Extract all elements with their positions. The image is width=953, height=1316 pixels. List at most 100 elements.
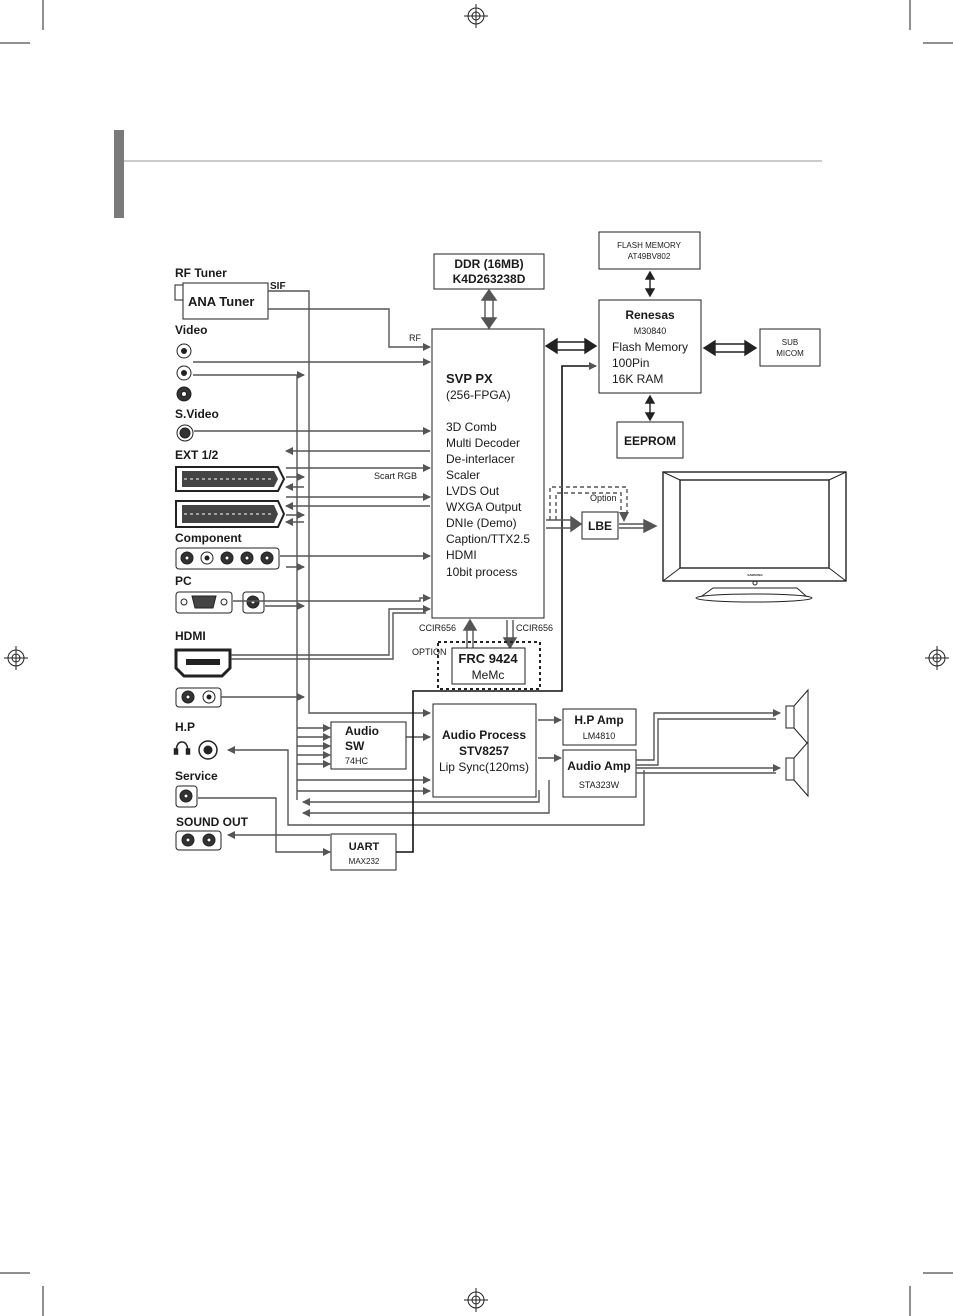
audio-input-jacks <box>175 687 222 708</box>
svp-feature: Multi Decoder <box>446 436 520 450</box>
renesas-submicom-bus <box>702 339 758 357</box>
renesas-eeprom-link <box>644 394 656 422</box>
sound-out-jacks <box>175 830 222 851</box>
tv-brand: SAMSUNG <box>747 573 763 577</box>
svp-feature: WXGA Output <box>446 500 522 514</box>
component-label: Component <box>175 531 242 545</box>
sub-micom-line1: SUB <box>782 338 798 347</box>
ccir-right-label: CCIR656 <box>516 623 553 633</box>
pc-vga-connector <box>175 591 233 614</box>
video-label: Video <box>175 323 207 337</box>
headphone-icon <box>173 741 191 755</box>
input-signal-lines <box>193 290 645 856</box>
section-header-bar <box>114 130 124 218</box>
hp-amp-line1: H.P Amp <box>574 713 623 727</box>
frc-box <box>451 647 526 685</box>
eeprom-box <box>616 421 684 459</box>
pc-audio-jack <box>242 591 265 614</box>
uart-line1: UART <box>349 841 380 853</box>
option-caps-label: OPTION <box>412 647 447 657</box>
flash-memory-box <box>598 231 701 270</box>
registration-mark-right <box>925 646 949 670</box>
registration-mark-left <box>4 646 28 670</box>
uart-link <box>396 362 597 853</box>
hdmi-label: HDMI <box>175 629 206 643</box>
sound-out-label: SOUND OUT <box>176 815 249 829</box>
svideo-label: S.Video <box>175 407 219 421</box>
hp-amp-box <box>562 708 637 746</box>
ddr-line2: K4D263238D <box>453 272 526 286</box>
audio-process-line1: Audio Process <box>442 728 526 742</box>
scart-rgb-label: Scart RGB <box>374 471 417 481</box>
ccir-left-label: CCIR656 <box>419 623 456 633</box>
flash-renesas-link <box>644 270 656 298</box>
svp-feature: 3D Comb <box>446 420 497 434</box>
audio-process-line3: Lip Sync(120ms) <box>439 760 529 774</box>
audio-sw-line1: Audio <box>345 724 379 738</box>
speaker-icon-bottom <box>785 740 809 798</box>
rf-tuner-label: RF Tuner <box>175 266 227 280</box>
service-jack <box>175 785 198 808</box>
audio-sw-box <box>330 721 407 770</box>
flash-line2: AT49BV802 <box>628 252 671 261</box>
svideo-jack <box>176 424 194 442</box>
renesas-title: Renesas <box>625 308 675 322</box>
svp-extra: 10bit process <box>446 565 517 579</box>
renesas-box <box>598 299 702 394</box>
svp-subtitle: (256-FPGA) <box>446 388 511 402</box>
option-label: Option <box>590 493 617 503</box>
rf-label: RF <box>409 333 421 343</box>
scart-connector-2 <box>175 500 286 528</box>
renesas-line: 100Pin <box>612 356 649 370</box>
svp-frc-bus <box>462 618 518 650</box>
ddr-box <box>433 253 545 290</box>
headphone-jack <box>198 740 218 760</box>
audio-sw-line3: 74HC <box>345 756 369 766</box>
tv-illustration <box>662 471 847 603</box>
component-jacks <box>175 547 280 570</box>
svp-box <box>431 328 545 619</box>
ana-tuner-box <box>182 282 269 320</box>
hp-amp-line2: LM4810 <box>583 731 616 741</box>
frc-line2: MeMc <box>472 668 505 682</box>
uart-box <box>330 833 397 871</box>
registration-mark-top <box>464 4 488 28</box>
video-jacks <box>176 343 192 402</box>
svp-feature: Scaler <box>446 468 480 482</box>
ext-label: EXT 1/2 <box>175 448 219 462</box>
ddr-line1: DDR (16MB) <box>454 257 523 271</box>
audio-process-line2: STV8257 <box>459 744 509 758</box>
audio-process-box <box>432 703 537 798</box>
service-label: Service <box>175 769 218 783</box>
audio-amp-line1: Audio Amp <box>567 759 631 773</box>
svp-title: SVP PX <box>446 371 493 386</box>
registration-mark-bottom <box>464 1288 488 1312</box>
svp-renesas-bus <box>544 337 598 355</box>
hdmi-connector <box>174 648 232 678</box>
scart-connector-1 <box>175 466 286 492</box>
sub-micom-box <box>759 328 821 367</box>
hp-label: H.P <box>175 720 195 734</box>
pc-label: PC <box>175 574 192 588</box>
flash-line1: FLASH MEMORY <box>617 241 682 250</box>
audio-amp-box <box>562 749 637 798</box>
sub-micom-line2: MICOM <box>776 349 804 358</box>
renesas-line: Flash Memory <box>612 340 688 354</box>
sif-label: SIF <box>270 281 286 292</box>
frc-line1: FRC 9424 <box>458 651 518 666</box>
lbe-label: LBE <box>588 519 612 533</box>
ana-tuner-label: ANA Tuner <box>188 294 254 309</box>
speaker-lines <box>636 709 781 774</box>
renesas-model: M30840 <box>634 326 667 336</box>
audio-amp-line2: STA323W <box>579 780 620 790</box>
frc-option-frame <box>437 641 541 690</box>
eeprom-label: EEPROM <box>624 434 676 448</box>
speaker-icon-top <box>785 688 809 746</box>
svp-feature: De-interlacer <box>446 452 515 466</box>
lbe-box <box>581 511 619 540</box>
audio-process-outputs <box>538 716 562 762</box>
svp-feature: Caption/TTX2.5 <box>446 532 530 546</box>
svp-feature: HDMI <box>446 548 477 562</box>
